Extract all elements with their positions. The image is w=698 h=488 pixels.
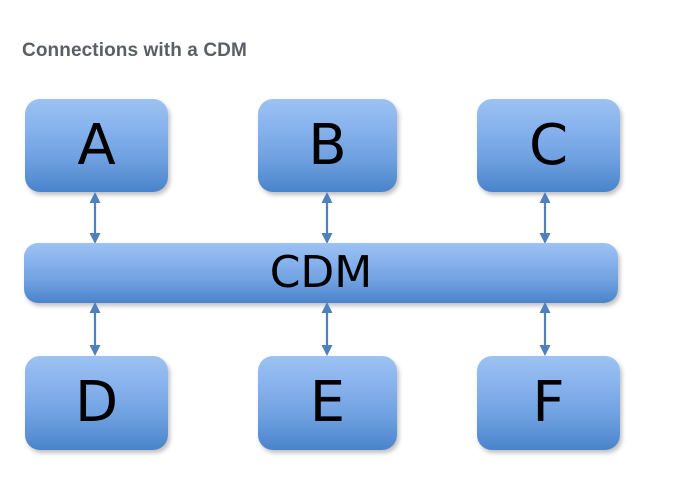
connector-arrow-b-cdm bbox=[316, 192, 338, 244]
node-box-cdm[interactable]: CDM bbox=[24, 243, 618, 303]
node-label-cdm: CDM bbox=[269, 247, 373, 298]
node-box-d[interactable]: D bbox=[25, 356, 168, 450]
connector-arrow-a-cdm bbox=[84, 192, 106, 244]
node-label-f: F bbox=[532, 370, 565, 435]
node-label-d: D bbox=[74, 370, 119, 435]
node-box-e[interactable]: E bbox=[258, 356, 397, 450]
node-box-b[interactable]: B bbox=[258, 99, 397, 192]
connector-arrow-cdm-d bbox=[84, 302, 106, 356]
node-box-f[interactable]: F bbox=[477, 356, 620, 450]
page-title: Connections with a CDM bbox=[22, 40, 247, 61]
node-label-c: C bbox=[528, 112, 569, 178]
node-box-a[interactable]: A bbox=[25, 99, 168, 192]
node-box-c[interactable]: C bbox=[477, 99, 620, 192]
connector-arrow-cdm-f bbox=[534, 302, 556, 356]
node-label-b: B bbox=[308, 112, 347, 178]
connector-arrow-cdm-e bbox=[316, 302, 338, 356]
node-label-e: E bbox=[309, 370, 346, 435]
node-label-a: A bbox=[77, 112, 116, 178]
connector-arrow-c-cdm bbox=[534, 192, 556, 244]
